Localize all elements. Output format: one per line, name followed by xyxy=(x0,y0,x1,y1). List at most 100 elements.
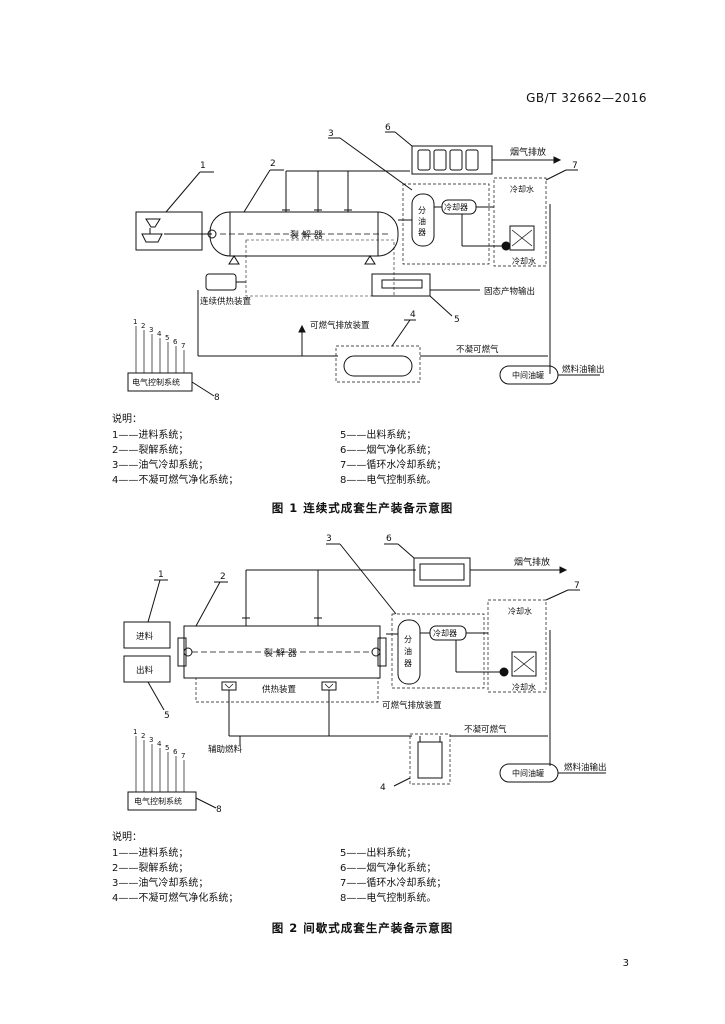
heating-label: 连续供热装置 xyxy=(200,296,252,307)
legend-item: 7——循环水冷却系统； xyxy=(340,460,447,471)
legend-item: 2——裂解系统； xyxy=(112,863,189,874)
figure-2-legend: 说明： 1——进料系统； 5——出料系统； 2——裂解系统； 6——烟气净化系统… xyxy=(112,828,632,908)
callout-2: 2 xyxy=(220,572,226,582)
callout-3: 3 xyxy=(326,534,332,544)
figure-2-caption: 图 2 间歇式成套生产装备示意图 xyxy=(271,921,454,935)
callout-5: 5 xyxy=(454,315,460,325)
condenser-label: 冷却器 xyxy=(444,202,468,212)
gas-release-label: 可燃气排放装置 xyxy=(310,320,370,331)
noncond-gas-label: 不凝可燃气 xyxy=(456,344,499,355)
oil-separator xyxy=(397,619,421,685)
ctrl-num-2: 2 xyxy=(141,322,145,330)
ctrl-num-3: 3 xyxy=(149,326,153,334)
feed-hopper-icon xyxy=(145,218,161,228)
reactor-label: 裂 解 器 xyxy=(290,229,323,241)
flue-gas-label: 烟气排放 xyxy=(514,556,550,568)
flue-gas-cleaning-box xyxy=(413,557,471,587)
gas-cleaning-box xyxy=(409,733,451,785)
feed-box xyxy=(135,211,203,251)
figure-1-diagram: 1 裂 解 器 2 烟气排放 6 分 油 器 冷却器 3 冷却水 冷却水 7 连… xyxy=(127,123,605,403)
legend-item: 2——裂解系统； xyxy=(112,445,189,456)
cooling-water-label: 冷却水 xyxy=(508,606,532,616)
pump-icon xyxy=(499,667,509,677)
legend-item: 5——出料系统； xyxy=(340,430,417,441)
pyrolysis-reactor xyxy=(209,211,399,257)
legend-item: 1——进料系统； xyxy=(112,430,189,441)
ctrl-num-5: 5 xyxy=(165,334,169,342)
callout-6: 6 xyxy=(386,534,392,544)
ctrl-num-7: 7 xyxy=(181,342,185,350)
callout-6: 6 xyxy=(385,123,391,133)
legend-item: 1——进料系统； xyxy=(112,848,189,859)
callout-7: 7 xyxy=(572,161,578,171)
gas-release-label: 可燃气排放装置 xyxy=(382,700,442,711)
heating-unit xyxy=(205,273,237,291)
ctrl-num-3: 3 xyxy=(149,736,153,744)
ctrl-num-1: 1 xyxy=(133,318,137,326)
cooling-water-label: 冷却水 xyxy=(510,184,534,194)
tank-label: 中间油罐 xyxy=(512,768,544,778)
callout-1: 1 xyxy=(158,570,164,580)
oil-gas-cooling-box xyxy=(402,183,490,265)
separator-label: 分 xyxy=(404,635,412,644)
callout-8: 8 xyxy=(216,805,222,815)
flue-gas-label: 烟气排放 xyxy=(510,146,546,158)
heating-unit xyxy=(195,677,379,703)
figure-1-legend: 说明： 1——进料系统； 5——出料系统； 2——裂解系统； 6——烟气净化系统… xyxy=(112,410,632,490)
figure-2-diagram: 进料 出料 1 5 裂 解 器 2 供热装置 辅助燃料 烟气排放 6 分 油 器… xyxy=(123,534,607,815)
noncond-gas-label: 不凝可燃气 xyxy=(464,724,507,735)
legend-item: 4——不凝可燃气净化系统； xyxy=(112,893,239,904)
ctrl-num-4: 4 xyxy=(157,740,162,748)
fuel-output-label: 燃料油输出 xyxy=(564,762,607,773)
burner-icon xyxy=(224,683,334,689)
ctrl-num-1: 1 xyxy=(133,728,137,736)
ctrl-num-5: 5 xyxy=(165,744,169,752)
legend-item: 3——油气冷却系统； xyxy=(112,878,209,889)
oil-separator xyxy=(411,193,435,247)
oil-gas-cooling-box xyxy=(391,613,485,689)
reactor-port-icon xyxy=(183,647,193,657)
gas-cleaning-box xyxy=(335,345,421,383)
callout-2: 2 xyxy=(270,159,276,169)
feed-label: 进料 xyxy=(136,631,154,642)
aux-fuel-label: 辅助燃料 xyxy=(208,744,243,755)
solid-output-label: 固态产物输出 xyxy=(484,286,535,297)
discharge-label: 出料 xyxy=(136,665,154,676)
legend-item: 5——出料系统； xyxy=(340,848,417,859)
svg-text:油: 油 xyxy=(404,646,412,656)
legend-title: 说明： xyxy=(112,832,142,843)
callout-7: 7 xyxy=(574,581,580,591)
discharge-box xyxy=(123,655,171,683)
control-box xyxy=(127,791,197,811)
legend-item: 4——不凝可燃气净化系统； xyxy=(112,475,239,486)
discharge-box xyxy=(371,273,431,297)
standard-number: GB/T 32662—2016 xyxy=(526,91,647,105)
callout-1: 1 xyxy=(200,161,206,171)
cooling-water-label-2: 冷却水 xyxy=(512,256,536,266)
feed-box xyxy=(123,621,171,649)
fuel-output-label: 燃料油输出 xyxy=(562,364,605,375)
cooling-water-label-2: 冷却水 xyxy=(512,682,536,692)
tank-label: 中间油罐 xyxy=(512,370,544,380)
legend-item: 7——循环水冷却系统； xyxy=(340,878,447,889)
figure-1-caption: 图 1 连续式成套生产装备示意图 xyxy=(271,501,454,515)
ctrl-num-6: 6 xyxy=(173,338,178,346)
condenser-label: 冷却器 xyxy=(433,628,457,638)
callout-3: 3 xyxy=(328,129,334,139)
cooling-water-box xyxy=(493,177,547,267)
svg-text:器: 器 xyxy=(404,659,412,668)
legend-item: 6——烟气净化系统； xyxy=(340,445,437,456)
reactor-port-icon xyxy=(207,229,217,239)
legend-item: 3——油气冷却系统； xyxy=(112,460,209,471)
legend-item: 8——电气控制系统。 xyxy=(340,475,437,486)
legend-item: 8——电气控制系统。 xyxy=(340,893,437,904)
reactor-label: 裂 解 器 xyxy=(264,647,297,659)
svg-text:器: 器 xyxy=(418,228,426,237)
legend-title: 说明： xyxy=(112,414,142,425)
separator-label: 分 xyxy=(418,206,426,215)
ctrl-num-6: 6 xyxy=(173,748,178,756)
pump-icon xyxy=(501,241,511,251)
control-label: 电气控制系统 xyxy=(134,796,182,806)
callout-5: 5 xyxy=(164,711,170,721)
page-number: 3 xyxy=(622,958,629,969)
